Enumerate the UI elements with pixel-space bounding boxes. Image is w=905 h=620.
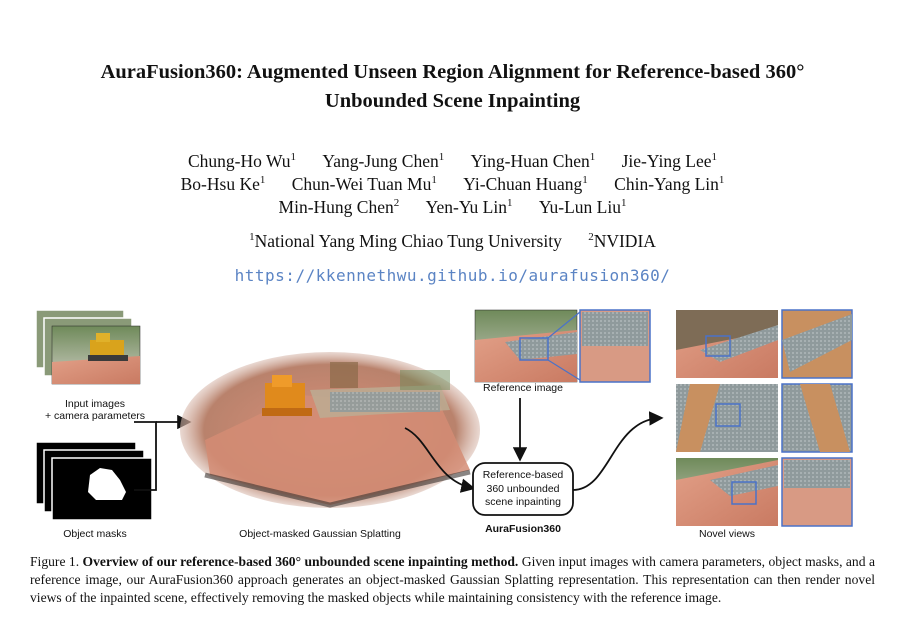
affiliations: 1National Yang Ming Chiao Tung Universit… (0, 231, 905, 252)
input-images-stack (35, 309, 141, 385)
author: Bo-Hsu Ke1 (180, 174, 266, 194)
affiliation: 1National Yang Ming Chiao Tung Universit… (249, 231, 562, 251)
novel-view-1 (676, 309, 853, 379)
input-images-label: Input images + camera parameters (44, 398, 146, 422)
author: Yu-Lun Liu1 (538, 197, 627, 217)
novel-views (676, 309, 853, 527)
method-name-label: AuraFusion360 (485, 523, 561, 535)
novel-views-label: Novel views (698, 528, 756, 540)
figure-graphics (35, 309, 853, 527)
title-line-1: AuraFusion360: Augmented Unseen Region A… (100, 61, 805, 83)
author: Yen-Yu Lin1 (425, 197, 513, 217)
method-box (472, 462, 574, 516)
project-url-link[interactable]: https://kkennethwu.github.io/aurafusion3… (234, 266, 671, 285)
author: Ying-Huan Chen1 (470, 151, 596, 171)
author: Yi-Chuan Huang1 (463, 174, 588, 194)
author: Yang-Jung Chen1 (322, 151, 445, 171)
method-to-novel-arrow (572, 411, 664, 491)
author-row: Chung-Ho Wu1 Yang-Jung Chen1 Ying-Huan C… (0, 150, 905, 173)
figure-caption: Figure 1. Overview of our reference-base… (30, 554, 875, 605)
author-row: Bo-Hsu Ke1 Chun-Wei Tuan Mu1 Yi-Chuan Hu… (0, 173, 905, 196)
splatting-label: Object-masked Gaussian Splatting (239, 528, 401, 540)
author: Min-Hung Chen2 (278, 197, 400, 217)
author-list: Chung-Ho Wu1 Yang-Jung Chen1 Ying-Huan C… (0, 150, 905, 219)
object-masks-label: Object masks (63, 528, 127, 540)
author: Chung-Ho Wu1 (188, 151, 297, 171)
method-box-text: Reference-based 360 unbounded scene inpa… (482, 469, 564, 508)
author-row: Min-Hung Chen2 Yen-Yu Lin1 Yu-Lun Liu1 (0, 196, 905, 219)
affiliation: 2NVIDIA (588, 231, 656, 251)
paper-title: AuraFusion360: Augmented Unseen Region A… (0, 58, 905, 116)
title-line-2: Unbounded Scene Inpainting (324, 90, 581, 112)
novel-view-2 (676, 383, 853, 453)
author: Chin-Yang Lin1 (614, 174, 725, 194)
gaussian-splatting-cloud (180, 352, 480, 508)
reference-image-label: Reference image (483, 382, 563, 394)
novel-view-3 (676, 457, 853, 527)
author: Chun-Wei Tuan Mu1 (291, 174, 437, 194)
author: Jie-Ying Lee1 (621, 151, 717, 171)
object-masks-stack (35, 441, 153, 521)
overview-figure: Input images + camera parameters Object … (0, 300, 905, 550)
splat-to-method-arrow (404, 427, 476, 493)
reference-image (474, 309, 651, 383)
